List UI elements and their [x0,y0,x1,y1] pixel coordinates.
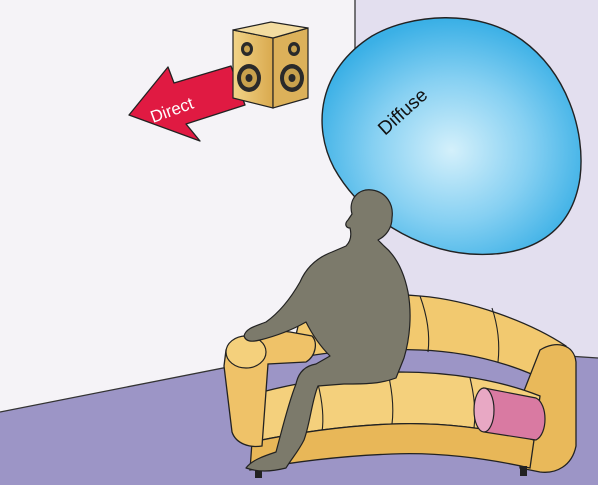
speaker-pair-icon [233,22,308,108]
